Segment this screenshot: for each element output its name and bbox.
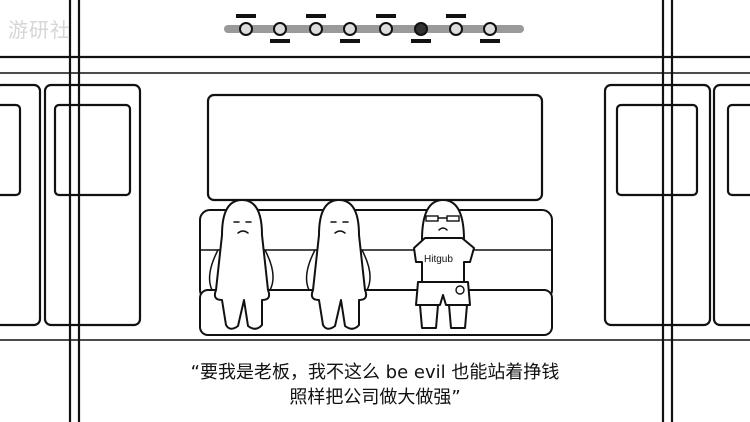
right-door [603,83,750,327]
station-marker [309,22,323,36]
route-map [224,14,524,43]
station-marker [239,22,253,36]
station-label-mark [376,14,396,18]
station-label-mark [340,39,360,43]
station-label-mark [411,39,431,43]
station-marker [483,22,497,36]
shirt-logo-text: Hitgub [424,254,453,265]
character-left [208,199,274,330]
subtitle-line-2: 照样把公司做大做强” [289,387,461,408]
current-station-marker [414,22,428,36]
character-hitgub [413,199,475,329]
left-door [0,83,142,327]
poles [68,0,674,422]
station-label-mark [480,39,500,43]
station-label-mark [236,14,256,18]
station-marker [343,22,357,36]
station-label-mark [306,14,326,18]
station-marker [449,22,463,36]
watermark-logo: 游研社 [8,18,71,42]
station-label-mark [446,14,466,18]
station-label-mark [270,39,290,43]
station-marker [273,22,287,36]
window [206,93,544,202]
ceiling [0,55,750,74]
subtitle: “要我是老板，我不这么 be evil 也能站着挣钱 照样把公司做大做强” [0,360,750,410]
character-middle [305,199,371,330]
subtitle-line-1: “要我是老板，我不这么 be evil 也能站着挣钱 [190,362,560,383]
station-marker [379,22,393,36]
